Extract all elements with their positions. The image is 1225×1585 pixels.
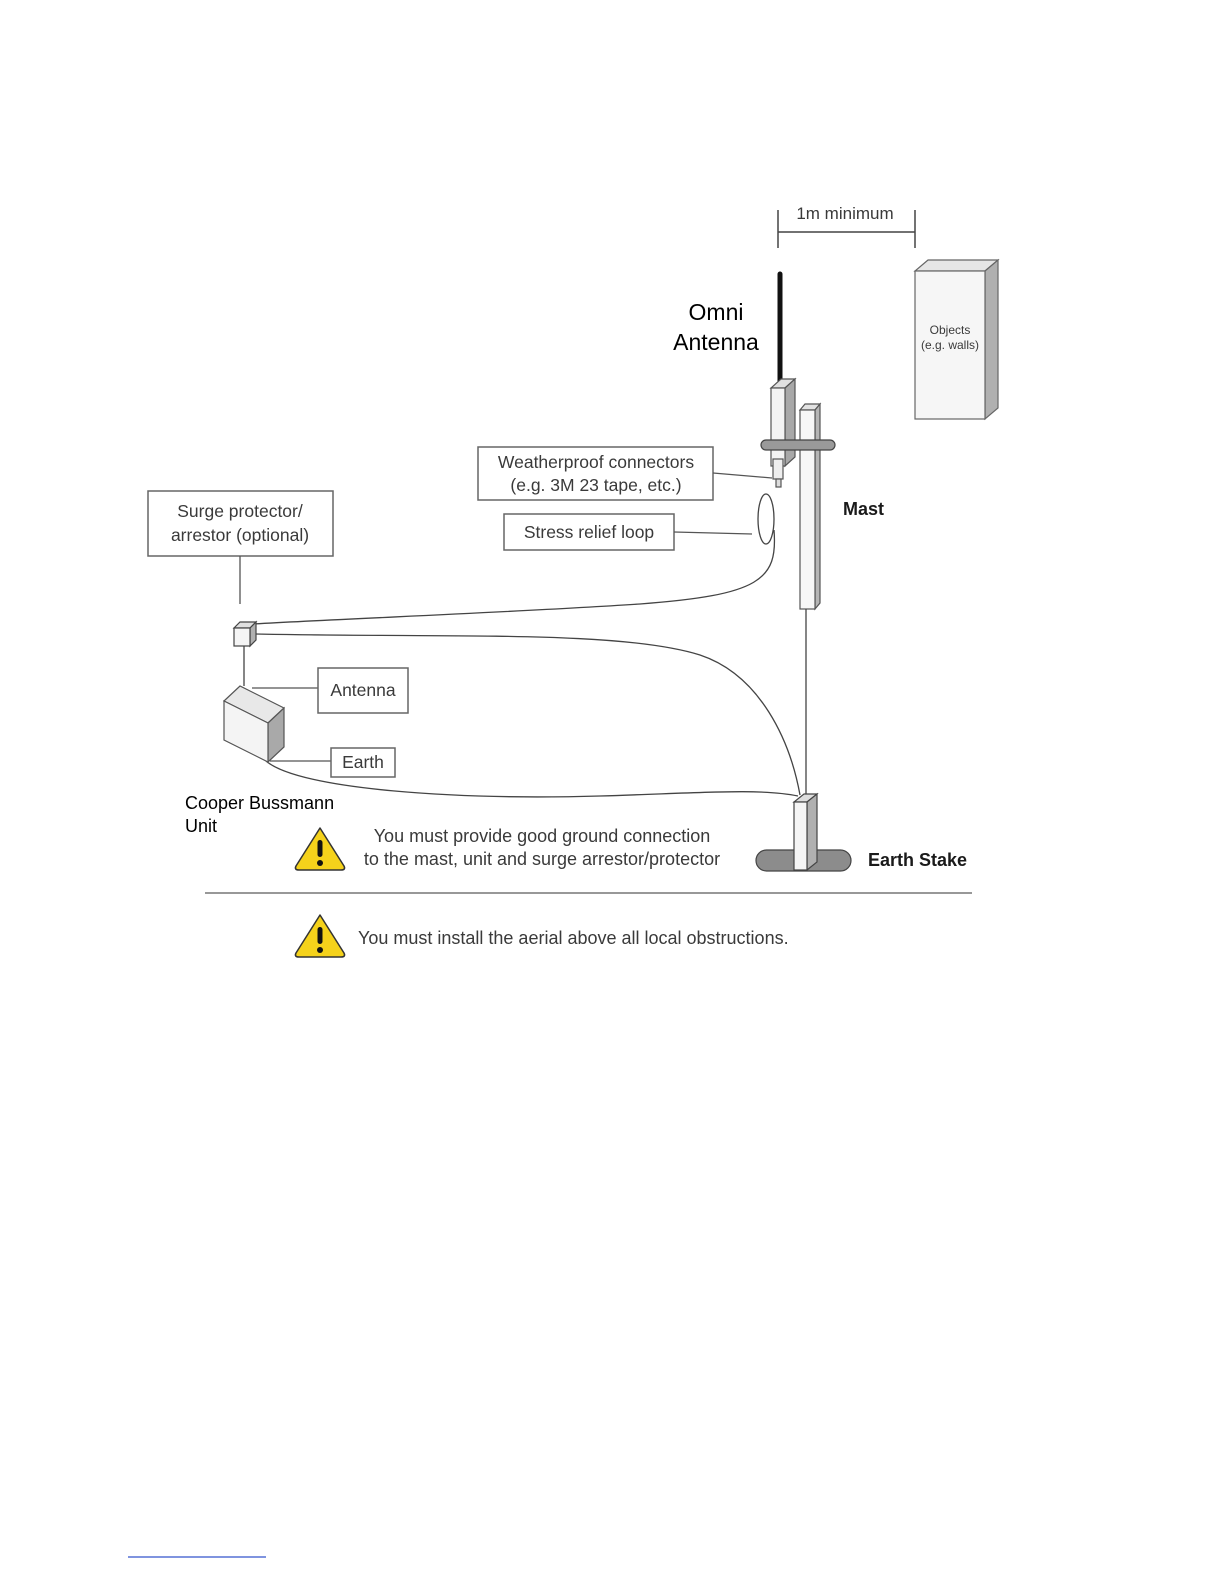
weatherproof-label-line2: (e.g. 3M 23 tape, etc.) bbox=[510, 475, 681, 495]
objects-label-line2: (e.g. walls) bbox=[921, 338, 979, 352]
weatherproof-callout bbox=[477, 446, 714, 501]
warning-icon bbox=[294, 827, 346, 871]
weatherproof-leader bbox=[712, 472, 773, 479]
stress-relief-label: Stress relief loop bbox=[524, 522, 654, 542]
bussmann-unit bbox=[222, 685, 286, 764]
unit-label-line1: Cooper Bussmann bbox=[185, 793, 334, 813]
mast bbox=[798, 402, 822, 611]
stress-relief-leader bbox=[673, 531, 753, 535]
spacing-dimension bbox=[777, 210, 916, 248]
antenna-title-line2: Antenna bbox=[673, 329, 759, 355]
earth-port-label: Earth bbox=[342, 752, 384, 772]
warning2-text: You must install the aerial above all lo… bbox=[358, 928, 789, 948]
surge-protector bbox=[232, 620, 258, 648]
antenna-body bbox=[769, 377, 797, 488]
antenna-title-line1: Omni bbox=[689, 299, 744, 325]
unit-label-line2: Unit bbox=[185, 816, 217, 836]
mast-label: Mast bbox=[843, 499, 884, 519]
surge-label-line1: Surge protector/ bbox=[177, 501, 303, 521]
earth-port-callout bbox=[330, 747, 396, 778]
warning1-line1: You must provide good ground connection bbox=[374, 826, 711, 846]
surge-label-line2: arrestor (optional) bbox=[171, 525, 309, 545]
surge-callout bbox=[147, 490, 334, 557]
spacing-label: 1m minimum bbox=[796, 204, 893, 223]
antenna-port-label: Antenna bbox=[330, 680, 395, 700]
objects-box bbox=[913, 258, 1000, 421]
cables bbox=[243, 529, 801, 798]
objects-label-line1: Objects bbox=[930, 323, 971, 337]
earth-stake-label: Earth Stake bbox=[868, 850, 967, 870]
warning1-line2: to the mast, unit and surge arrestor/pro… bbox=[364, 849, 720, 869]
weatherproof-label-line1: Weatherproof connectors bbox=[498, 452, 694, 472]
stress-relief-loop bbox=[757, 493, 775, 545]
antenna-port-callout bbox=[317, 667, 409, 714]
earth-stake bbox=[755, 792, 852, 872]
mast-clamp bbox=[760, 439, 836, 451]
warning-icon bbox=[294, 914, 346, 958]
